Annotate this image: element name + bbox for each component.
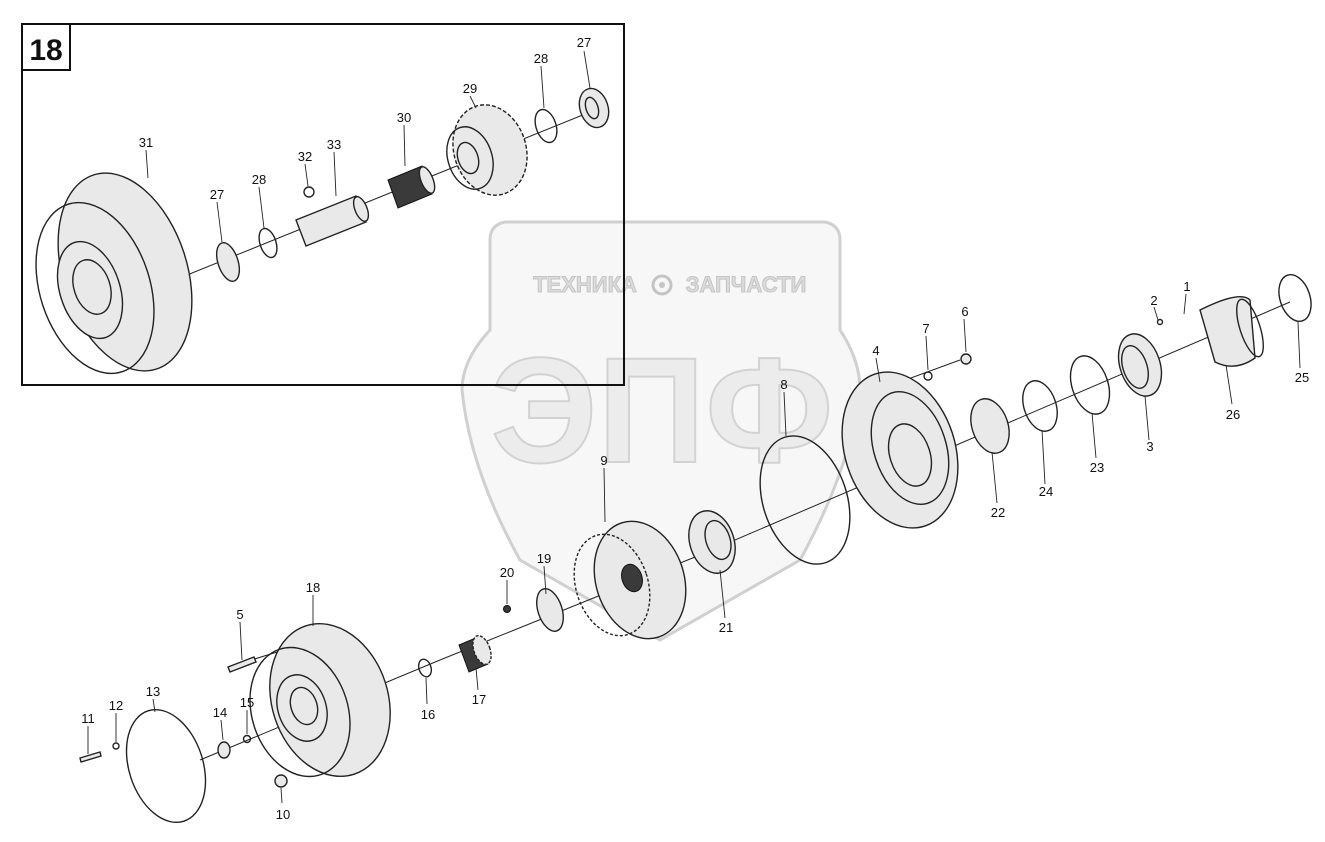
callout-16: 16 (421, 707, 435, 722)
callout-6: 6 (961, 304, 968, 319)
callout-31: 31 (139, 135, 153, 150)
part-6-wheel-nut (960, 353, 972, 365)
callout-8: 8 (780, 377, 787, 392)
callout-1: 1 (1183, 279, 1190, 294)
callout-2: 2 (1150, 293, 1157, 308)
part-7-washer (923, 371, 933, 381)
callout-12: 12 (109, 698, 123, 713)
part-3-seal-carrier (1117, 333, 1163, 397)
callout-15: 15 (240, 695, 254, 710)
callout-14: 14 (213, 705, 227, 720)
callout-21: 21 (719, 620, 733, 635)
callout-3: 3 (1146, 439, 1153, 454)
part-5-stud (227, 656, 257, 673)
watermark-right-word: ЗАПЧАСТИ (686, 272, 807, 297)
leader-lines (87, 50, 1301, 804)
callout-29: 29 (463, 81, 477, 96)
inset-frame (21, 23, 625, 386)
part-27-snap-ring-inset (215, 242, 241, 282)
callout-28-top: 28 (534, 51, 548, 66)
callout-11: 11 (81, 711, 95, 726)
part-10-plug (274, 774, 288, 788)
gear-icon (651, 274, 673, 296)
callout-7: 7 (922, 321, 929, 336)
part-23-snap-ring (1069, 355, 1111, 415)
callout-25: 25 (1295, 370, 1309, 385)
part-28-washer-top (534, 108, 558, 144)
part-29-planet-gear (446, 104, 528, 196)
callout-13: 13 (146, 684, 160, 699)
part-31-carrier-housing (35, 172, 193, 375)
callout-19: 19 (537, 551, 551, 566)
callout-26: 26 (1226, 407, 1240, 422)
part-21-bearing (688, 510, 736, 574)
part-28-washer-inset (258, 227, 278, 259)
part-32-ball (303, 186, 315, 198)
part-30-needle-bearing (387, 165, 436, 209)
watermark: ТЕХНИКА ЗАПЧАСТИ ЭПФ (460, 220, 862, 642)
part-8-o-ring (759, 435, 851, 565)
part-2-pin (1156, 318, 1164, 326)
part-13-cover-gasket (125, 708, 207, 824)
callout-27-inset: 27 (210, 187, 224, 202)
callout-23: 23 (1090, 460, 1104, 475)
part-27-lock-plate-top (578, 87, 610, 129)
part-14-plug (217, 741, 231, 759)
part-12-washer (112, 742, 120, 750)
callout-27-top: 27 (577, 35, 591, 50)
callout-5: 5 (236, 607, 243, 622)
callout-33: 33 (327, 137, 341, 152)
callout-18: 18 (306, 580, 320, 595)
part-16-snap-ring (417, 658, 433, 678)
part-15-o-ring (242, 734, 252, 744)
callout-28-inset: 28 (252, 172, 266, 187)
part-33-planet-pin (295, 195, 370, 247)
inset-18: 18 (21, 23, 625, 386)
part-20-screw (503, 605, 511, 613)
part-22-bearing (970, 398, 1010, 454)
callout-30: 30 (397, 110, 411, 125)
part-25-seal-ring (1278, 274, 1312, 322)
part-26-cover (1199, 296, 1264, 367)
callouts: 1 2 3 4 5 6 7 8 9 10 11 12 13 14 15 16 1… (81, 35, 1309, 822)
watermark-logo: ЭПФ (491, 326, 834, 494)
callout-20: 20 (500, 565, 514, 580)
part-11-bolt (79, 751, 102, 763)
inset-label: 18 (29, 34, 62, 67)
part-18-carrier-housing (249, 622, 391, 778)
watermark-left-word: ТЕХНИКА (533, 272, 637, 297)
callout-17: 17 (472, 692, 486, 707)
callout-32: 32 (298, 149, 312, 164)
part-17-sun-gear (458, 634, 492, 673)
part-4-wheel-hub (841, 371, 959, 529)
callout-9: 9 (600, 453, 607, 468)
part-24-seal (1022, 380, 1058, 432)
callout-24: 24 (1039, 484, 1053, 499)
callout-10: 10 (276, 807, 290, 822)
callout-22: 22 (991, 505, 1005, 520)
callout-4: 4 (872, 343, 879, 358)
part-9-ring-gear (573, 520, 687, 640)
inset-label-box (21, 23, 71, 71)
part-19-thrust-plate (536, 588, 564, 632)
